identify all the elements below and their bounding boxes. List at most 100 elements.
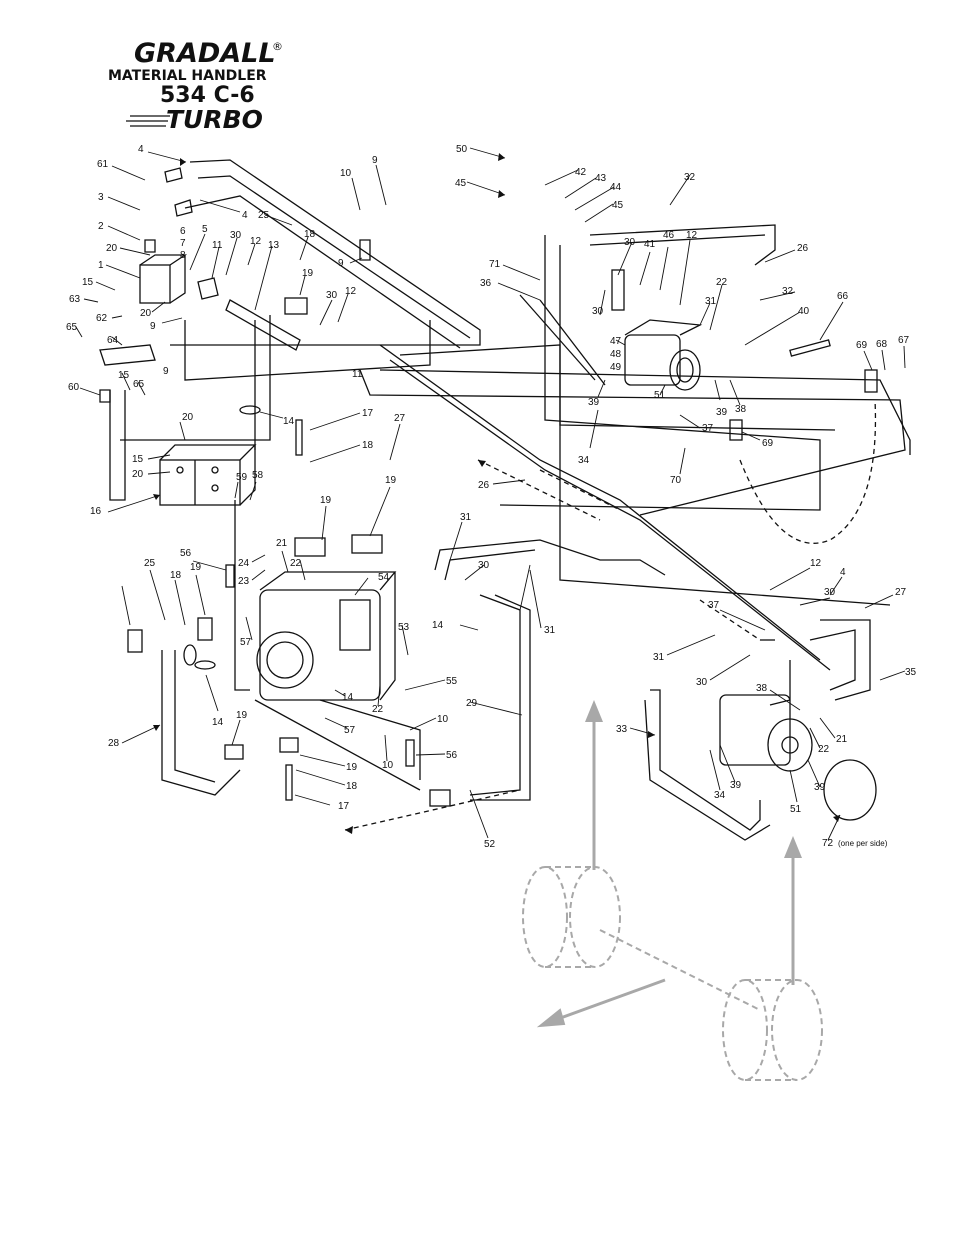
callout-57: 57	[240, 637, 252, 648]
callout-25: 25	[144, 558, 156, 569]
callout-19: 19	[320, 495, 332, 506]
callout-18: 18	[304, 229, 316, 240]
bracket-69b	[729, 419, 743, 441]
callout-61: 61	[97, 159, 109, 170]
callout-21: 21	[836, 734, 848, 745]
callout-30: 30	[230, 230, 242, 241]
callout-19: 19	[385, 475, 397, 486]
ring-14b	[194, 660, 216, 670]
callout-8: 8	[180, 250, 186, 261]
ghost-arrow-right-head	[784, 836, 802, 858]
callout-12: 12	[686, 230, 698, 241]
filter-56a	[225, 564, 235, 588]
valve-block-16	[159, 459, 241, 506]
callout-51: 51	[654, 390, 666, 401]
callout-26: 26	[797, 243, 809, 254]
ghost-wheel-right-body	[745, 979, 797, 1081]
ring-14c	[183, 644, 197, 666]
callout-9: 9	[163, 366, 169, 377]
callout-48: 48	[610, 349, 622, 360]
dashed-linkages	[344, 399, 877, 831]
callout-64: 64	[107, 335, 119, 346]
callout-22: 22	[818, 744, 830, 755]
callout-56: 56	[180, 548, 192, 559]
gradall-logo: GRADALL ® MATERIAL HANDLER 534 C-6 TURBO	[108, 38, 308, 134]
callout-18: 18	[170, 570, 182, 581]
callout-9: 9	[372, 155, 378, 166]
logo-brand: GRADALL	[134, 38, 276, 69]
callout-67: 67	[898, 335, 910, 346]
callout-15: 15	[118, 370, 130, 381]
callout-5: 5	[202, 224, 208, 235]
callout-19: 19	[346, 762, 358, 773]
callout-31: 31	[460, 512, 472, 523]
callout-60: 60	[68, 382, 80, 393]
callout-37: 37	[708, 600, 720, 611]
logo-turbo: TURBO	[166, 105, 263, 134]
callout-14: 14	[342, 692, 354, 703]
callout-53: 53	[398, 622, 410, 633]
ghost-arrow-forward-head	[536, 1008, 566, 1028]
callout-30: 30	[478, 560, 490, 571]
motor-face-inner	[676, 357, 694, 383]
callout-14: 14	[212, 717, 224, 728]
logo-speed-lines	[126, 115, 170, 127]
callout-4: 4	[242, 210, 248, 221]
callout-15: 15	[82, 277, 94, 288]
callout-30: 30	[326, 290, 338, 301]
callout-35: 35	[905, 667, 917, 678]
callout-21: 21	[276, 538, 288, 549]
callout-9: 9	[338, 258, 344, 269]
pump-body	[259, 589, 381, 701]
callout-1: 1	[98, 260, 104, 271]
callout-30: 30	[824, 587, 836, 598]
callout-34: 34	[714, 790, 726, 801]
callout-34: 34	[578, 455, 590, 466]
pump-flange-outer	[256, 631, 314, 689]
callout-28: 28	[108, 738, 120, 749]
callout-65: 65	[66, 322, 78, 333]
callout-40: 40	[798, 306, 810, 317]
valve-block-16-top	[159, 444, 257, 506]
callout-63: 63	[69, 294, 81, 305]
callout-62: 62	[96, 313, 108, 324]
callout-13: 13	[268, 240, 280, 251]
callout-3: 3	[98, 192, 104, 203]
pump-body-top	[259, 571, 397, 701]
callout-9: 9	[150, 321, 156, 332]
ghost-axle-shaft	[599, 929, 761, 1011]
bracket-41	[611, 269, 625, 311]
valve-port-c	[211, 484, 219, 492]
callout-24: 24	[238, 558, 250, 569]
callout-33: 33	[616, 724, 628, 735]
callout-51: 51	[790, 804, 802, 815]
logo-registered-mark: ®	[272, 40, 283, 53]
callout-10: 10	[382, 760, 394, 771]
callout-57: 57	[344, 725, 356, 736]
ring-14a	[239, 405, 261, 415]
callout-38: 38	[735, 404, 747, 415]
callout-17: 17	[338, 801, 350, 812]
fitting-11	[197, 277, 219, 300]
ghost-arrow-forward-shaft	[554, 978, 666, 1022]
callout-12: 12	[250, 236, 262, 247]
ghost-wheel-left-body	[545, 866, 595, 968]
callout-30: 30	[696, 677, 708, 688]
callout-27: 27	[895, 587, 907, 598]
callout-31: 31	[653, 652, 665, 663]
callout-55: 55	[446, 676, 458, 687]
callout-39: 39	[814, 782, 826, 793]
motor-face	[669, 349, 701, 391]
clamp-19g	[279, 737, 299, 753]
pin-17b	[285, 764, 293, 801]
callout-39: 39	[716, 407, 728, 418]
wheel-cover-72	[823, 759, 877, 821]
callout-26: 26	[478, 480, 490, 491]
callout-22: 22	[290, 558, 302, 569]
ghost-wheel-left-face	[569, 866, 621, 968]
ghost-arrow-left-head	[585, 700, 603, 722]
pump-valve-cap	[339, 599, 371, 651]
callout-20: 20	[140, 308, 152, 319]
ghost-wheel-left-rim	[522, 866, 568, 968]
